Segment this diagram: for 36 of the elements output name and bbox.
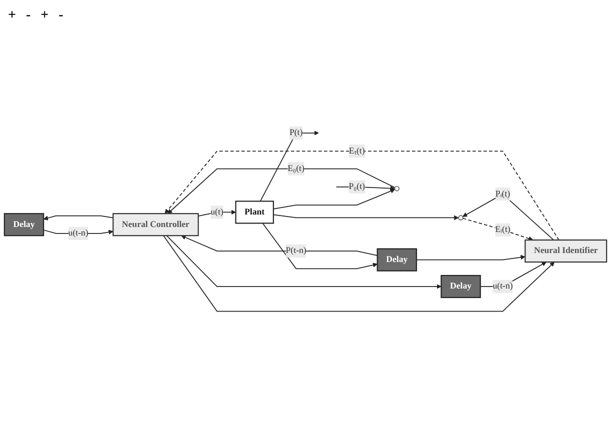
arrow: [43, 215, 114, 220]
edge-label: E₀(t): [288, 163, 304, 173]
arrow: [166, 234, 442, 289]
arrow: [164, 150, 560, 240]
sign-label: +: [40, 8, 49, 23]
edge-label: u(t): [210, 206, 224, 216]
edge-label: u(t-n): [68, 228, 88, 238]
edge-label: Eᵢ(t): [495, 224, 510, 234]
arrow: [336, 186, 395, 190]
arrow: [168, 168, 396, 214]
arrow: [272, 214, 459, 220]
node-box: Delay: [440, 274, 481, 298]
arrow: [462, 218, 534, 241]
node-box: Neural Identifier: [524, 239, 608, 262]
arrow: [480, 261, 547, 287]
arrow: [272, 188, 396, 210]
arrow: [416, 254, 526, 260]
arrow: [181, 234, 378, 256]
arrow: [262, 222, 378, 269]
node-box: Delay: [4, 212, 44, 236]
sign-label: +: [8, 8, 16, 23]
edge-label: P(t-n): [286, 246, 306, 256]
edge-label: u(t-n): [492, 281, 513, 291]
sign-label: -: [26, 8, 31, 23]
edge-label: P₀(t): [348, 182, 365, 191]
sign-label: -: [58, 8, 64, 23]
node-box: Neural Controller: [112, 212, 199, 236]
node-box: Delay: [376, 248, 418, 272]
arrow: [163, 234, 555, 312]
node-box: Plant: [235, 200, 274, 224]
node-circle: [394, 186, 400, 191]
edge-label: P(t): [289, 128, 303, 138]
edge-label: Eₜ(t): [348, 146, 365, 156]
edge-label: Pᵢ(t): [495, 188, 510, 198]
node-circle: [458, 214, 464, 220]
arrow: [260, 130, 319, 202]
